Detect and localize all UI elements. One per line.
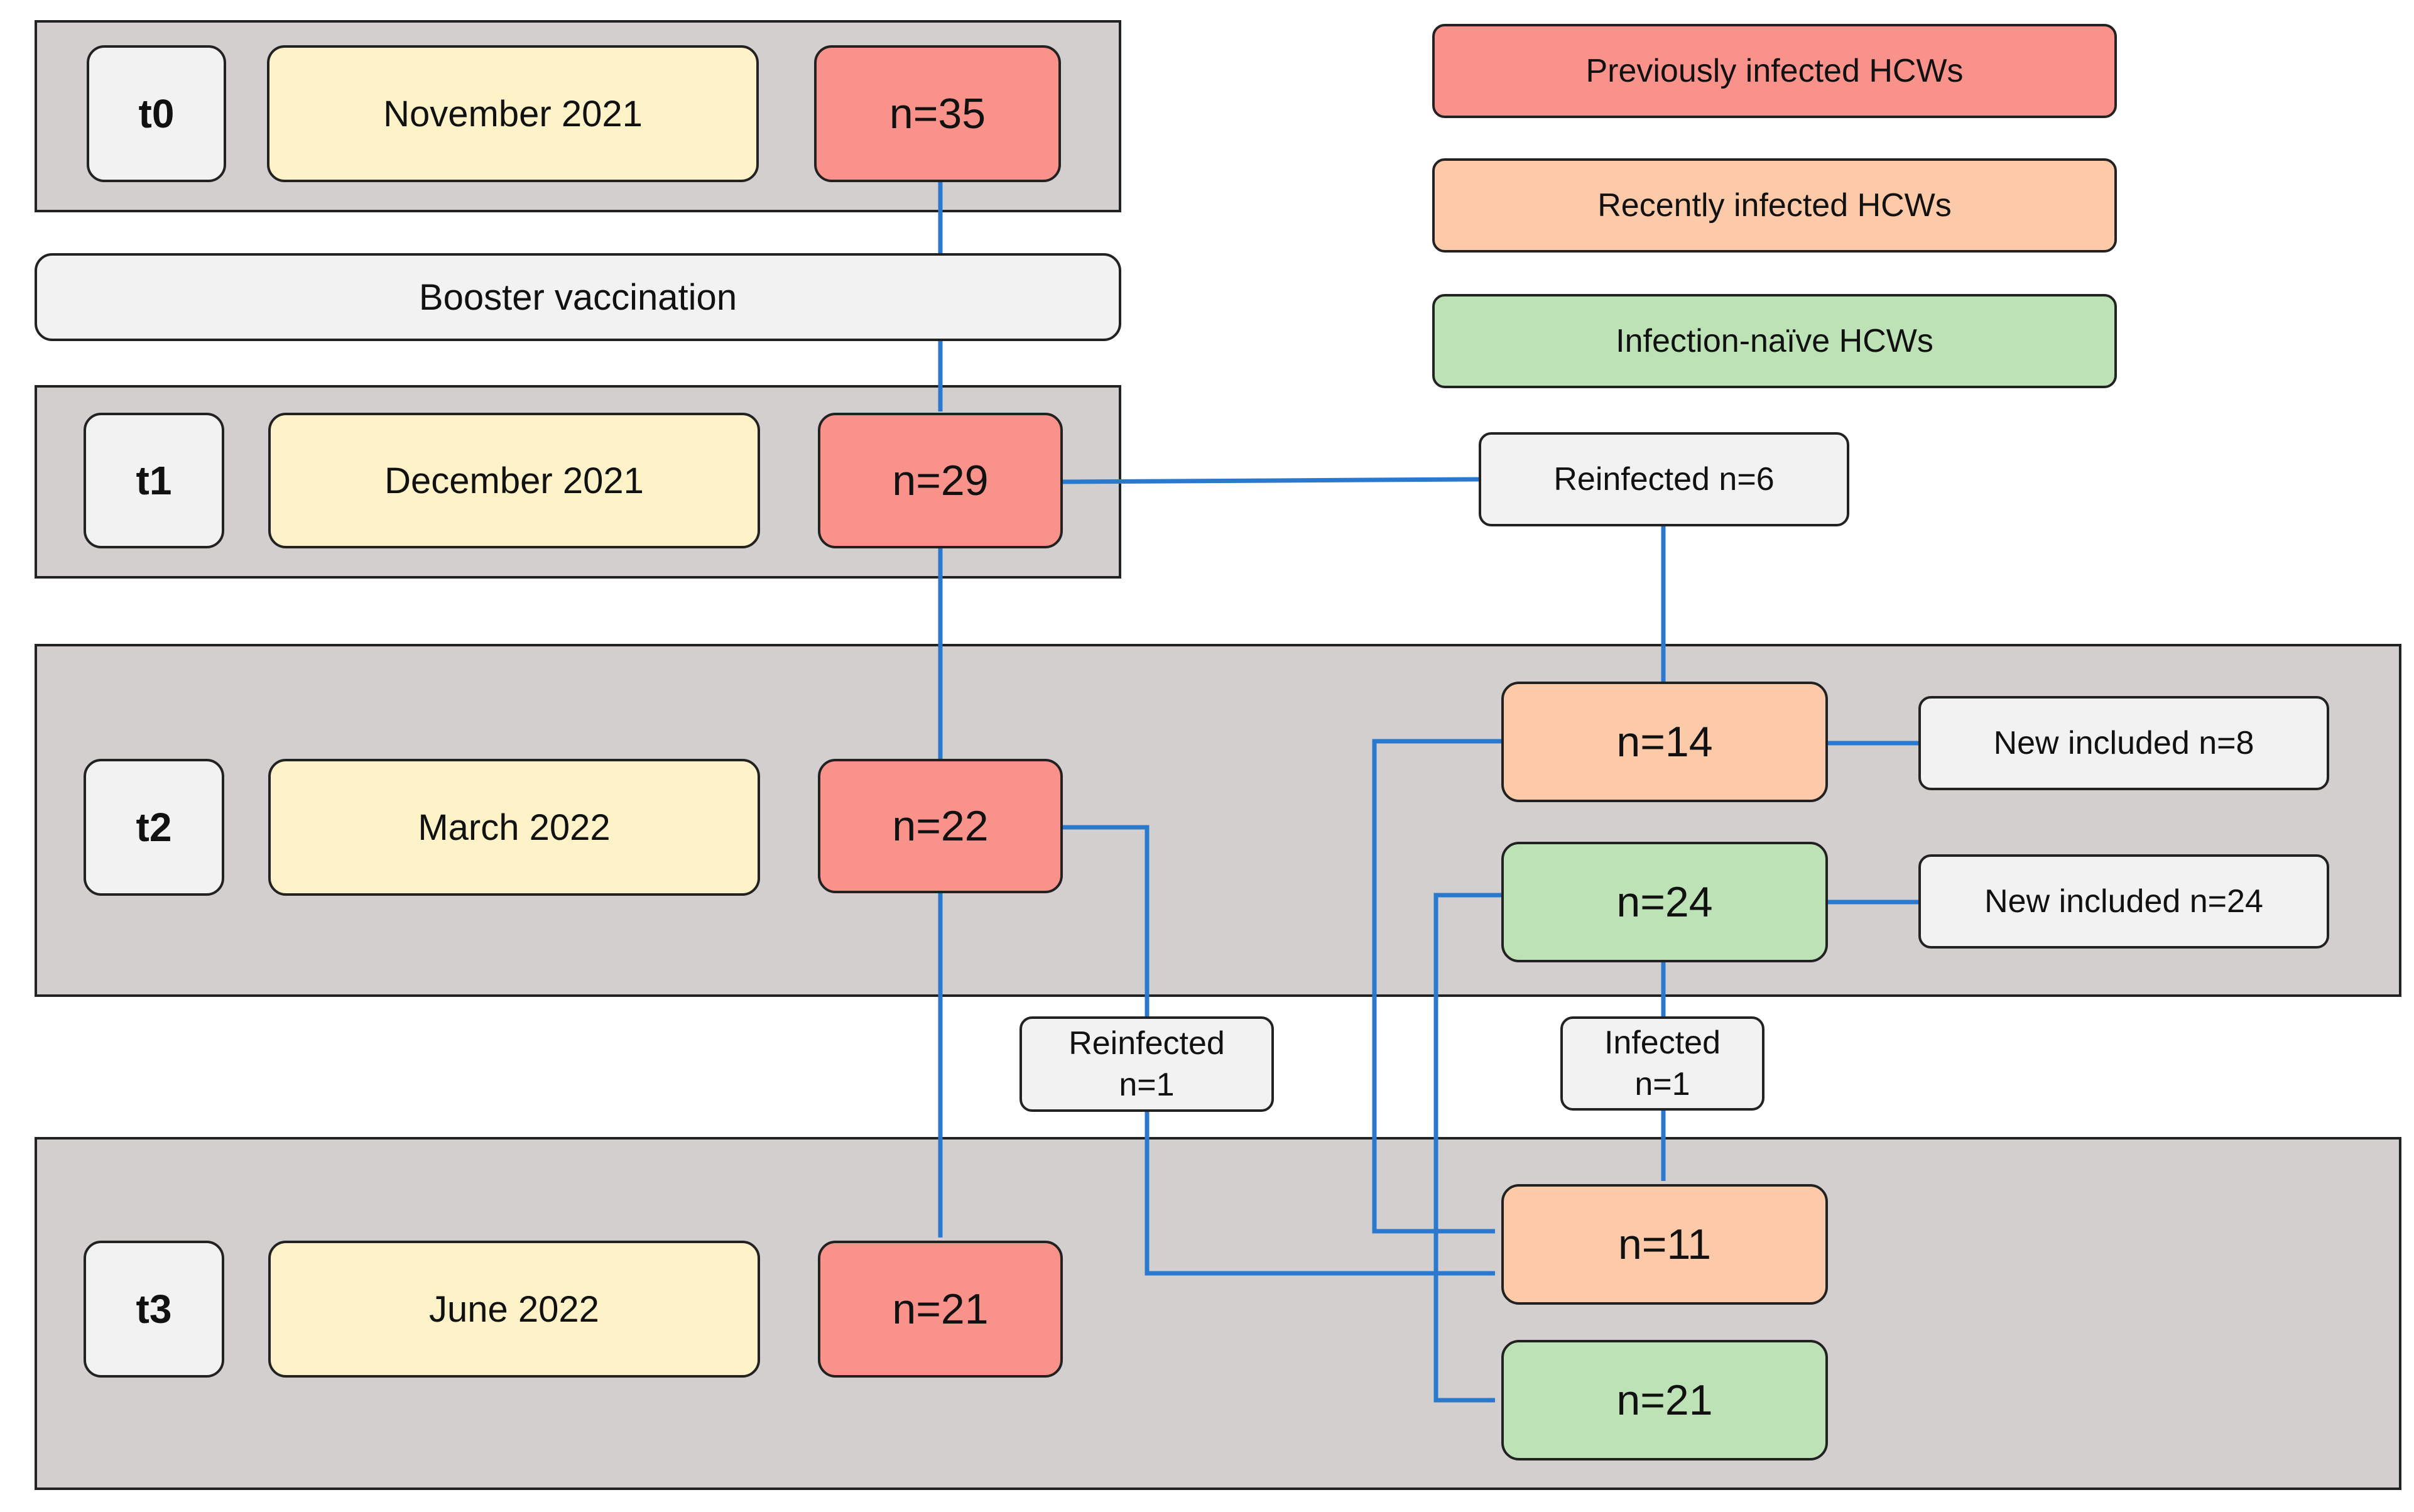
previous-count-t2: n=22 <box>818 759 1063 893</box>
previous-count-t1: n=29 <box>818 413 1063 548</box>
timepoint-label-t2: t2 <box>84 759 224 896</box>
arrow-t2-naive-to-t3-naive <box>1433 893 1501 1403</box>
legend-recently-infected: Recently infected HCWs <box>1432 158 2117 253</box>
recent-count-t3: n=11 <box>1501 1184 1828 1305</box>
reinfected-note-t2: Reinfected n=1 <box>1019 1016 1274 1112</box>
date-t3: June 2022 <box>268 1241 760 1378</box>
date-t1: December 2021 <box>268 413 760 548</box>
previous-count-t0: n=35 <box>814 45 1061 182</box>
date-t2: March 2022 <box>268 759 760 896</box>
previous-count-t3: n=21 <box>818 1241 1063 1378</box>
arrow-reinfected-to-t3-recent <box>1063 825 1150 1021</box>
timepoint-label-t0: t0 <box>87 45 226 182</box>
recent-count-t2: n=14 <box>1501 682 1828 802</box>
infected-note-t2: Infected n=1 <box>1560 1016 1764 1111</box>
new-included-naive: New included n=24 <box>1918 854 2329 949</box>
reinfected-note-t2-line2: n=1 <box>1119 1067 1175 1103</box>
reinfected-note-t1: Reinfected n=6 <box>1479 432 1849 526</box>
reinfected-note-t2-line1: Reinfected <box>1068 1025 1225 1062</box>
infected-note-t2-line1: Infected <box>1604 1025 1721 1061</box>
naive-count-t3: n=21 <box>1501 1340 1828 1460</box>
infected-note-t2-line2: n=1 <box>1634 1066 1690 1102</box>
arrow-t1-to-reinfected <box>1062 477 1479 484</box>
timepoint-label-t3: t3 <box>84 1241 224 1378</box>
date-t0: November 2021 <box>267 45 759 182</box>
booster-vaccination: Booster vaccination <box>35 253 1121 341</box>
timepoint-label-t1: t1 <box>84 413 224 548</box>
legend-previously-infected: Previously infected HCWs <box>1432 24 2117 118</box>
new-included-recent: New included n=8 <box>1918 696 2329 790</box>
naive-count-t2: n=24 <box>1501 842 1828 962</box>
legend-infection-naive: Infection-naïve HCWs <box>1432 294 2117 388</box>
arrow-reinfected-to-t3-recent-lower <box>1144 1112 1496 1276</box>
